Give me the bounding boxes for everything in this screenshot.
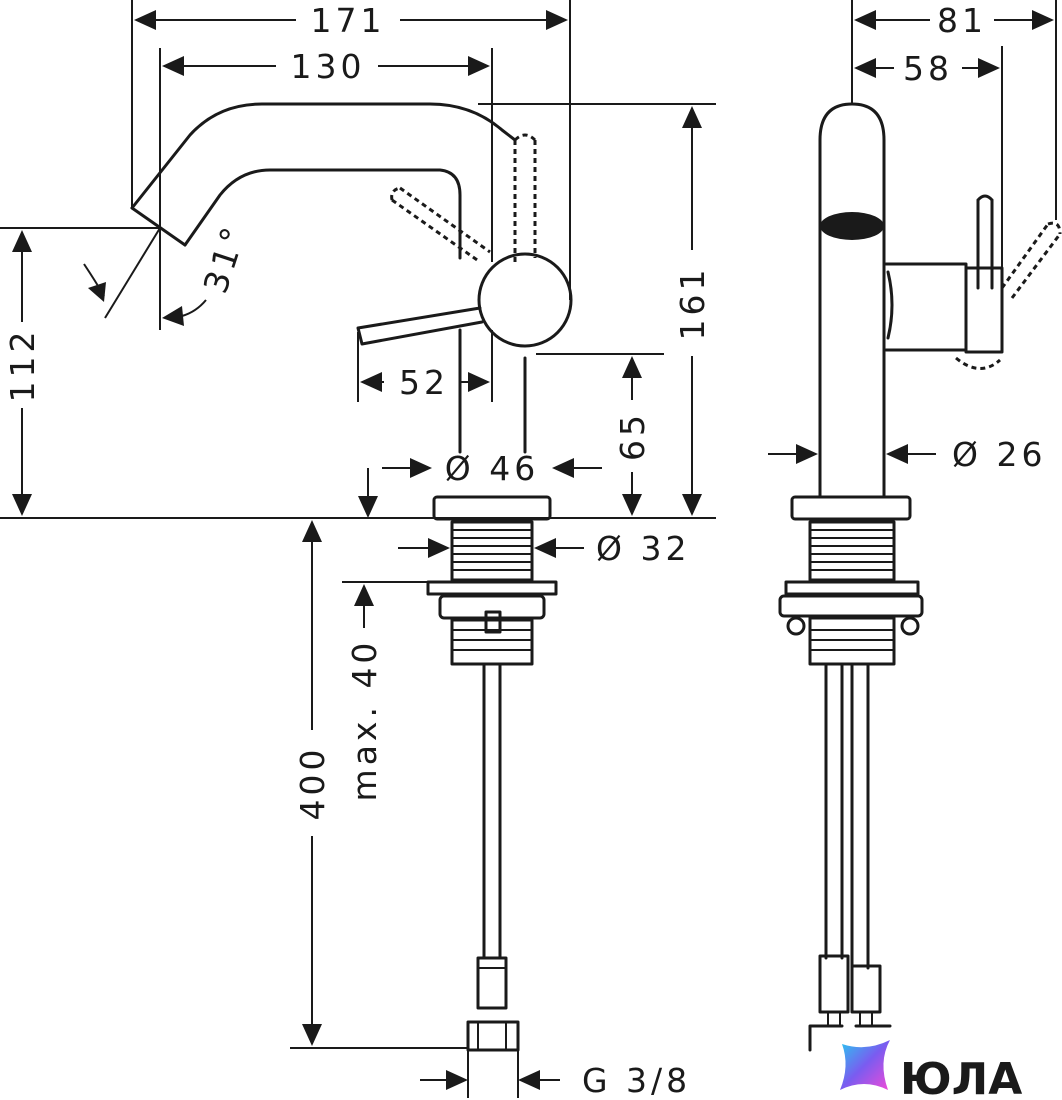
lever-alt-vertical	[513, 133, 537, 262]
dim-65: 65	[613, 411, 652, 461]
front-view	[130, 102, 573, 1052]
logo: ЮЛА	[840, 1040, 1022, 1100]
aerator	[820, 212, 884, 240]
dim-161: 161	[673, 266, 712, 341]
side-mixer-housing	[884, 262, 968, 352]
dim-130: 130	[291, 47, 366, 86]
side-lever-alt	[955, 221, 1062, 370]
dim-max-40: max. 40	[345, 639, 384, 802]
side-view	[778, 102, 1062, 1052]
side-threaded-shank	[808, 520, 896, 582]
fixing-washer	[438, 594, 546, 620]
dim-58: 58	[903, 49, 953, 88]
logo-text: ЮЛА	[900, 1054, 1022, 1100]
supply-hose	[482, 662, 502, 960]
lever-alt-diagonal	[390, 186, 491, 264]
logo-star-icon	[840, 1040, 890, 1090]
fixing-plate	[426, 580, 558, 596]
side-hoses	[824, 662, 870, 970]
side-rosette	[790, 495, 912, 521]
lever	[356, 306, 484, 346]
dim-400: 400	[293, 746, 332, 821]
threaded-shank	[450, 520, 534, 582]
dim-angle: 31°	[196, 219, 255, 298]
side-body	[818, 102, 886, 498]
spout-outline	[130, 102, 517, 210]
fixing-screw	[484, 610, 502, 634]
hose-connector	[466, 1020, 520, 1052]
spout-inner	[183, 168, 462, 260]
dim-26: Ø 26	[952, 435, 1046, 474]
dim-32: Ø 32	[596, 529, 690, 568]
dim-171: 171	[311, 1, 386, 40]
dim-46: Ø 46	[445, 449, 539, 488]
side-lever	[976, 194, 994, 290]
dim-112: 112	[3, 328, 42, 403]
dim-81: 81	[937, 1, 987, 40]
side-lever-base	[964, 266, 1004, 354]
base-rosette	[432, 495, 552, 521]
side-dimension-lines	[768, 0, 1057, 464]
dim-52: 52	[399, 363, 449, 402]
spout-tip	[130, 206, 187, 247]
front-dimension-lines	[0, 0, 716, 1098]
fixing-nut	[450, 618, 534, 666]
side-fixing-nut	[808, 616, 896, 666]
dim-thread: G 3/8	[582, 1061, 691, 1100]
hose-ferrule	[476, 956, 508, 1010]
